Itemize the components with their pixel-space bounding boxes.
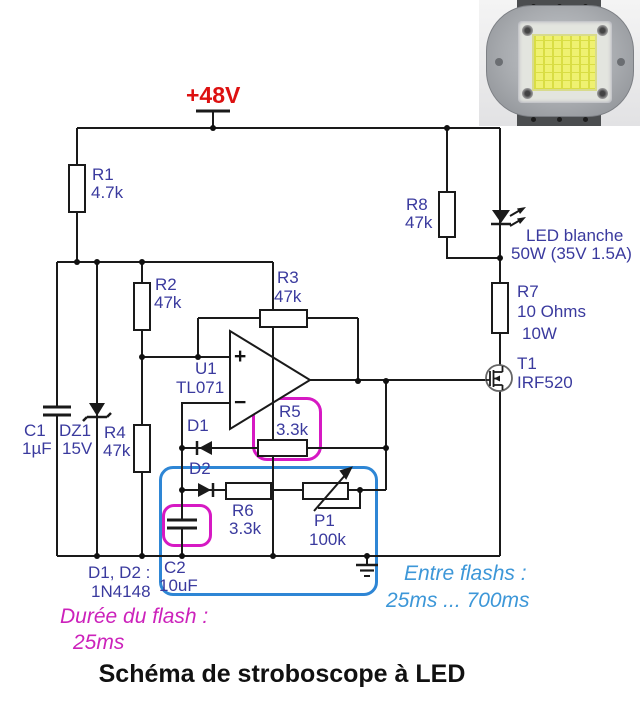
r3-ref: R3 [277, 268, 299, 287]
d2-ref: D2 [189, 459, 211, 478]
led-emitter-area [532, 34, 597, 91]
led-white-plate [518, 21, 612, 103]
p1-ref: P1 [314, 511, 335, 530]
p1-wiper-arrow [313, 466, 353, 512]
led-module-photo [479, 0, 640, 126]
resistor-bodies [68, 164, 509, 500]
d1-ref: D1 [187, 416, 209, 435]
r2-ref: R2 [155, 275, 177, 294]
c1-ref: C1 [24, 421, 46, 440]
r2-value: 47k [154, 293, 182, 312]
p1-value: 100k [309, 530, 346, 549]
diodes-note-line2: 1N4148 [91, 582, 151, 601]
r6-value: 3.3k [229, 519, 262, 538]
screw-hole [597, 88, 608, 99]
resistor-r6-body [225, 482, 272, 500]
r5-value: 3.3k [276, 420, 309, 439]
wires [56, 109, 501, 564]
r1-value: 4.7k [91, 183, 124, 202]
page-title: Schéma de stroboscope à LED [98, 660, 466, 688]
r1-ref: R1 [92, 165, 114, 184]
t1-ref: T1 [517, 354, 537, 373]
flash-duration-note-line2: 25ms [73, 631, 125, 654]
resistor-r3-body [259, 309, 308, 328]
flash-interval-note-line1: Entre flashs : [404, 562, 527, 585]
r4-value: 47k [103, 441, 131, 460]
capacitor-c2-plates [167, 518, 197, 530]
opamp-plus-input-sign: + [234, 345, 247, 368]
resistor-r2-body [133, 282, 151, 331]
r7-ref: R7 [517, 282, 539, 301]
resistor-r4-body [133, 424, 151, 473]
resistor-r5-body [257, 439, 308, 457]
led-name: LED blanche [526, 226, 624, 245]
r8-ref: R8 [406, 195, 428, 214]
c2-highlight-box [162, 504, 212, 547]
flash-interval-note-line2: 25ms ... 700ms [386, 589, 530, 612]
u1-ref: U1 [195, 359, 217, 378]
resistor-r1-body [68, 164, 86, 213]
led-rating: 50W (35V 1.5A) [511, 244, 632, 263]
c1-value: 1µF [22, 439, 52, 458]
junction-dots [74, 125, 503, 559]
r8-value: 47k [405, 213, 433, 232]
screw-hole [522, 25, 533, 36]
r5-ref: R5 [279, 402, 301, 421]
dz1-value: 15V [62, 439, 93, 458]
r7-power: 10W [522, 324, 557, 343]
flash-duration-note-line1: Durée du flash : [60, 605, 209, 628]
r5-highlight-box [252, 397, 322, 461]
r3-value: 47k [274, 287, 302, 306]
flash-interval-highlight-box [159, 466, 378, 596]
resistor-r8-body [438, 191, 456, 238]
dz1-ref: DZ1 [59, 421, 92, 440]
ground-symbol [356, 563, 378, 577]
diodes-note-line1: D1, D2 : [88, 563, 151, 582]
capacitor-c1-plates [43, 405, 71, 417]
resistor-r7-body [491, 282, 509, 334]
led-symbol [491, 207, 526, 227]
zener-dz1-symbol [82, 403, 112, 422]
supply-voltage-label: +48V [186, 82, 241, 108]
opamp-triangle [229, 329, 312, 431]
screw-hole [597, 25, 608, 36]
c2-ref: C2 [164, 558, 186, 577]
t1-value: IRF520 [517, 373, 573, 392]
r4-ref: R4 [104, 423, 126, 442]
u1-value: TL071 [176, 378, 225, 397]
r7-value: 10 Ohms [517, 302, 586, 321]
screw-hole [522, 88, 533, 99]
r6-ref: R6 [232, 501, 254, 520]
mosfet-t1-symbol [485, 364, 513, 392]
diode-d2-symbol [198, 483, 215, 497]
opamp-minus-input-sign: − [234, 391, 247, 414]
c2-value: 10uF [159, 576, 198, 595]
diode-d1-symbol [195, 441, 212, 455]
